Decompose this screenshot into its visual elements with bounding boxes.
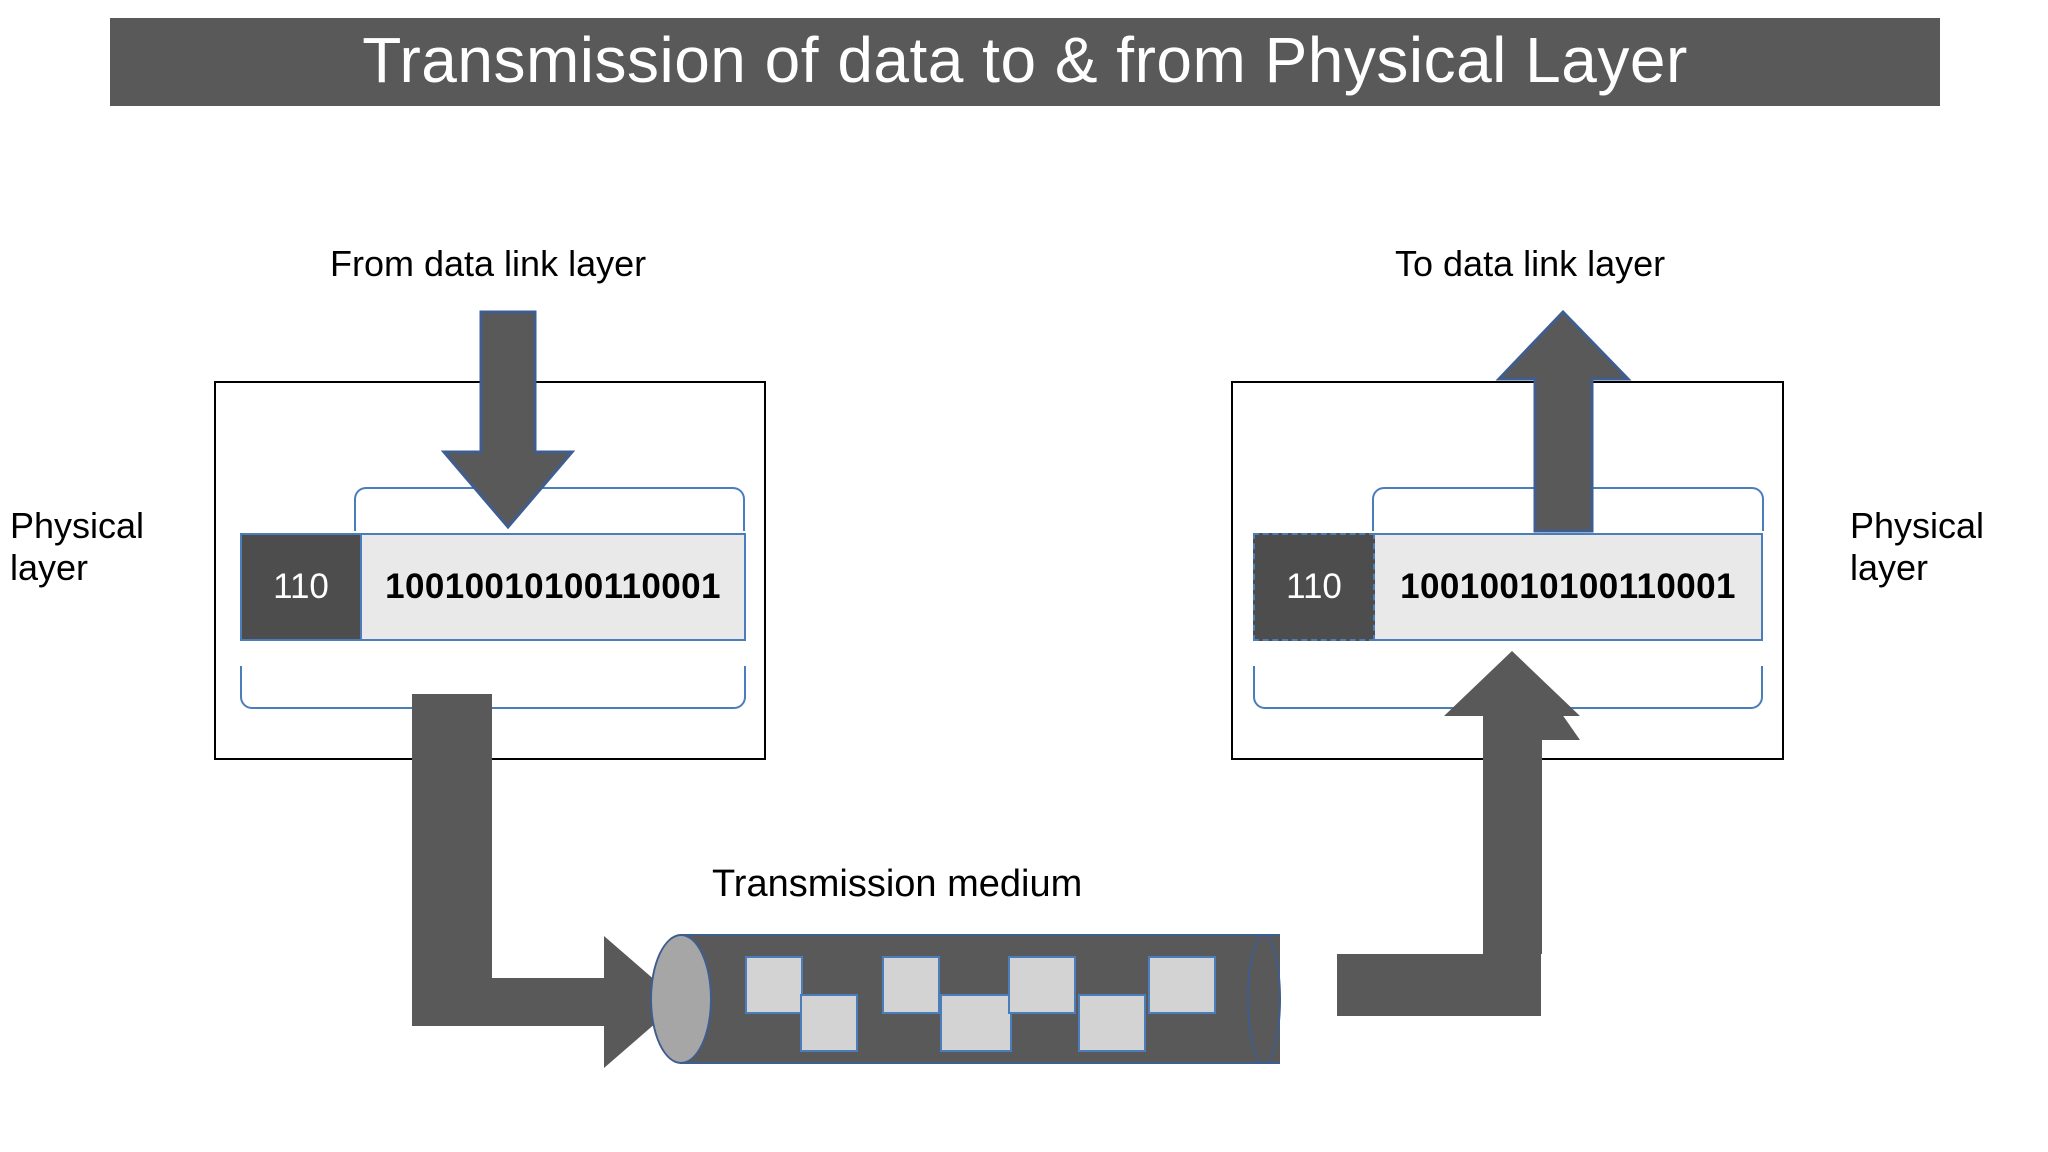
signal-square-high-4 [1008,956,1076,1014]
cylinder-cap-left-ellipse [650,934,712,1064]
page-title: Transmission of data to & from Physical … [362,24,1688,96]
label-transmission-medium: Transmission medium [712,863,1083,905]
signal-square-high-6 [1148,956,1216,1014]
transmission-medium-cylinder [650,934,1281,1064]
receiver-frame-payload: 10010010100110001 [1375,533,1763,641]
sender-frame-header: 110 [240,533,362,641]
signal-square-high-2 [882,956,940,1014]
receiver-top-bracket [1372,487,1764,531]
label-physical-layer-left: Physical layer [10,505,145,589]
elbow-arrow-medium-to-receiver-stem [1337,954,1540,1016]
sender-data-frame: 110 10010010100110001 [240,533,746,641]
receiver-frame-header: 110 [1253,533,1375,641]
signal-square-low-5 [1078,994,1146,1052]
label-physical-layer-right: Physical layer [1850,505,1985,589]
signal-square-low-1 [800,994,858,1052]
receiver-data-frame: 110 10010010100110001 [1253,533,1763,641]
sender-frame-payload: 10010010100110001 [362,533,746,641]
sender-bottom-bracket [240,666,746,709]
label-from-data-link-layer: From data link layer [330,243,647,284]
title-banner: Transmission of data to & from Physical … [110,18,1940,106]
receiver-bottom-bracket [1253,666,1763,709]
sender-top-bracket [354,487,745,531]
signal-square-high-0 [745,956,803,1014]
signal-square-low-3 [940,994,1012,1052]
label-to-data-link-layer: To data link layer [1395,243,1666,284]
cylinder-cap-right [1247,934,1281,1064]
